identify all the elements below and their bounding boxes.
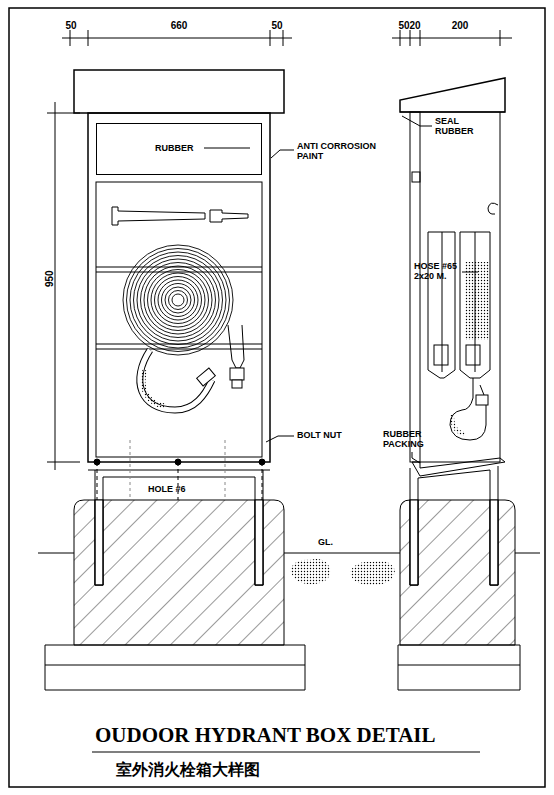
hose-winding — [151, 273, 205, 327]
dimension-text: 50 — [398, 20, 409, 31]
hose-winding — [158, 280, 198, 320]
hose-winding — [130, 252, 226, 348]
side-view — [398, 78, 520, 690]
drawing-title: OUDOOR HYDRANT BOX DETAIL — [95, 723, 436, 748]
callout-text: BOLT NUT — [297, 431, 342, 441]
dimension-text: 20 — [409, 20, 420, 31]
hose-winding — [141, 263, 216, 338]
dimension-line — [47, 30, 512, 470]
hose-winding — [155, 277, 202, 324]
hose-winding — [172, 294, 184, 306]
panel-label: RUBBER — [155, 143, 194, 153]
sheet-frame — [9, 8, 545, 787]
rubber-panel: RUBBER — [96, 123, 262, 175]
gravel — [290, 559, 395, 585]
dimension-text: 660 — [171, 20, 188, 31]
callout-text: ANTI CORROSION PAINT — [297, 142, 385, 162]
callout-text: RUBBER PACKING — [383, 430, 431, 450]
hose-winding — [165, 287, 191, 313]
callout-text: GL. — [318, 538, 333, 548]
title-underline — [92, 751, 480, 752]
hose-winding — [162, 284, 195, 317]
hose-winding — [134, 256, 223, 345]
hose-winding — [148, 270, 209, 331]
leader-line — [204, 116, 478, 463]
hose-winding — [123, 245, 233, 355]
callout-text: HOLE #6 — [148, 485, 186, 495]
drawing-caption: 室外消火栓箱大样图 — [116, 760, 260, 781]
hose-winding — [127, 249, 230, 352]
dimension-text: 200 — [452, 20, 469, 31]
hose-winding — [144, 266, 212, 334]
hose-coil — [123, 245, 233, 355]
callout-text: SEAL RUBBER — [435, 117, 493, 137]
hose-winding — [137, 259, 219, 341]
dimension-text: 50 — [271, 20, 282, 31]
front-view — [38, 70, 540, 690]
dimension-text: 50 — [65, 20, 76, 31]
dimension-text: 950 — [44, 270, 55, 287]
callout-text: HOSE #65 2x20 M. — [414, 262, 464, 282]
hose-winding — [169, 291, 188, 310]
